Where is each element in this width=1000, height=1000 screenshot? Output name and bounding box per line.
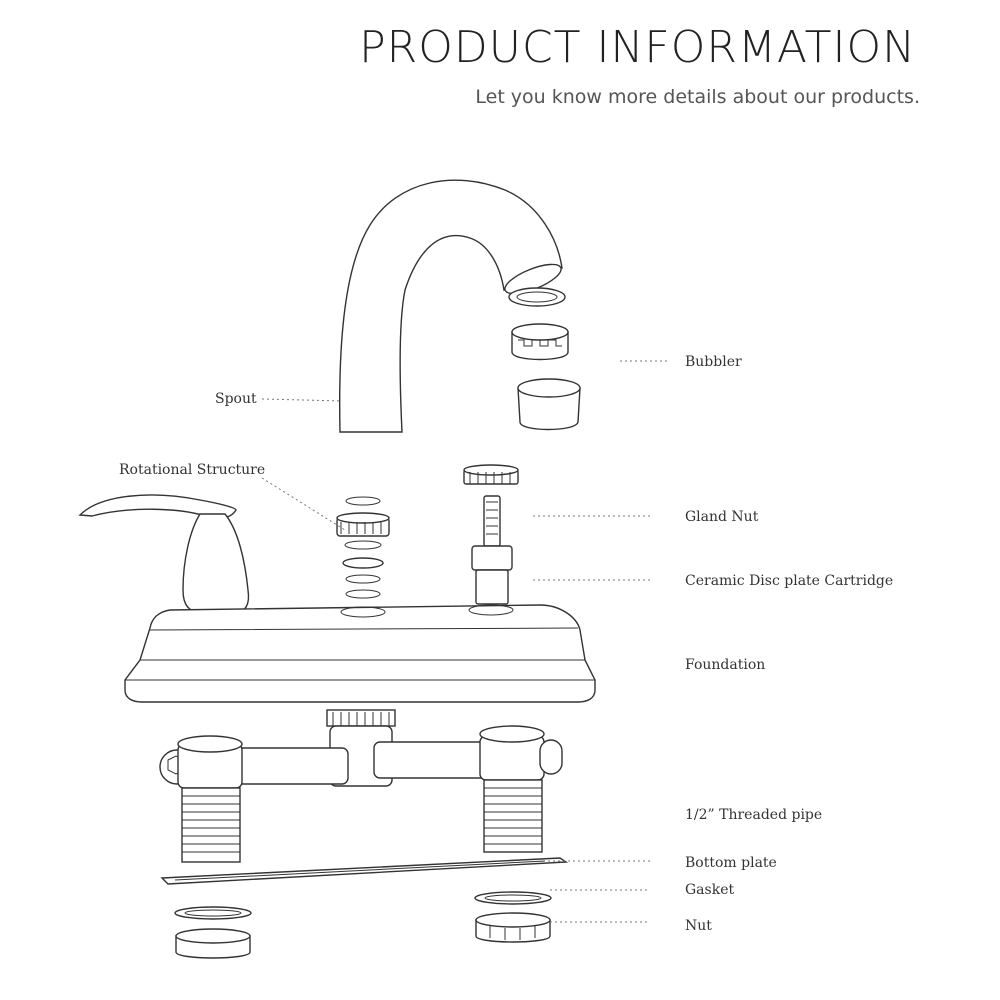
page-title: PRODUCT INFORMATION bbox=[359, 22, 916, 73]
nut-part bbox=[175, 912, 551, 959]
rotational-structure-parts bbox=[336, 496, 390, 599]
label-cartridge: Ceramic Disc plate Cartridge bbox=[685, 573, 893, 589]
cartridge-part bbox=[471, 495, 513, 605]
label-bottom-plate: Bottom plate bbox=[685, 855, 777, 871]
label-threaded-pipe: 1/2” Threaded pipe bbox=[685, 807, 822, 823]
leader-lines bbox=[261, 360, 668, 923]
label-rotational-structure: Rotational Structure bbox=[119, 462, 265, 478]
label-bubbler: Bubbler bbox=[685, 354, 742, 370]
bottom-plate-part bbox=[160, 857, 569, 885]
foundation-part bbox=[124, 604, 596, 703]
label-gland-nut: Gland Nut bbox=[685, 509, 759, 525]
gland-nut-part bbox=[463, 464, 519, 485]
spout-part bbox=[339, 179, 563, 433]
label-nut: Nut bbox=[685, 918, 712, 934]
valve-body-part bbox=[159, 709, 563, 789]
bubbler-parts bbox=[508, 287, 581, 431]
page-subtitle: Let you know more details about our prod… bbox=[475, 86, 920, 108]
gasket-part bbox=[174, 891, 552, 920]
label-gasket: Gasket bbox=[685, 882, 734, 898]
label-foundation: Foundation bbox=[685, 657, 765, 673]
threaded-pipe-part bbox=[181, 779, 543, 863]
lever-handle bbox=[78, 494, 250, 613]
label-spout: Spout bbox=[215, 391, 257, 407]
